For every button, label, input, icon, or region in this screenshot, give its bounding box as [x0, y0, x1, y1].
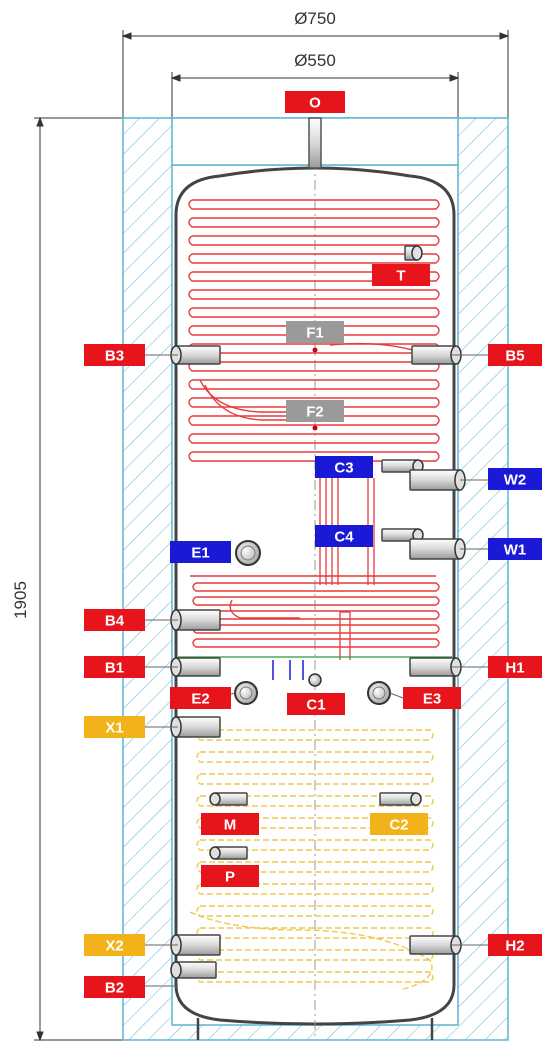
top-outlet-pipe: [308, 117, 322, 169]
label-c1: C1: [287, 693, 345, 715]
label-f1-text: F1: [306, 325, 324, 342]
pipe-x2: [170, 934, 221, 956]
pipe-b5: [411, 345, 462, 365]
round-ports: [234, 540, 391, 705]
label-e1-text: E1: [191, 545, 209, 562]
label-b1-text: B1: [105, 660, 124, 677]
height-label: 1905: [11, 581, 30, 619]
label-b5-text: B5: [505, 348, 524, 365]
label-c3: C3: [315, 456, 373, 478]
pipe-p: [209, 846, 248, 860]
label-b1: B1: [84, 656, 145, 678]
label-p: P: [201, 865, 259, 887]
label-h2-text: H2: [505, 938, 524, 955]
label-x1-text: X1: [105, 720, 123, 737]
label-c3-text: C3: [334, 460, 353, 477]
upper-red-coil: [188, 199, 440, 462]
pipe-b3: [170, 345, 221, 365]
label-f2: F2: [286, 400, 344, 422]
label-c2: C2: [370, 813, 428, 835]
label-e3: E3: [403, 687, 461, 709]
pipe-t: [404, 245, 423, 261]
label-p-text: P: [225, 869, 235, 886]
sensor-f2-dot: [312, 425, 318, 431]
pipe-c3: [381, 459, 424, 473]
dimension-inner: [170, 72, 460, 118]
label-h2: H2: [488, 934, 542, 956]
label-b5: B5: [488, 344, 542, 366]
label-c1-text: C1: [306, 697, 325, 714]
pipe-x1: [170, 716, 221, 738]
label-c4-text: C4: [334, 529, 354, 546]
label-x2: X2: [84, 934, 145, 956]
blue-marks: [272, 660, 304, 680]
pipe-c4: [381, 528, 424, 542]
label-e2-text: E2: [191, 691, 209, 708]
label-b3-text: B3: [105, 348, 124, 365]
label-x1: X1: [84, 716, 145, 738]
pipe-b2: [170, 961, 217, 979]
pipe-w1: [409, 538, 466, 560]
label-w2-text: W2: [504, 472, 527, 489]
label-b3: B3: [84, 344, 145, 366]
label-o-text: O: [309, 95, 321, 112]
tank-legs: [196, 1018, 434, 1040]
label-w1-text: W1: [504, 542, 527, 559]
dimension-height: [34, 116, 123, 1042]
label-e3-text: E3: [423, 691, 441, 708]
label-e1: E1: [170, 541, 231, 563]
pipe-m: [209, 792, 248, 806]
leader-lines: [145, 354, 488, 987]
label-t: T: [372, 264, 430, 286]
label-o: O: [285, 91, 345, 113]
pipe-w2: [409, 469, 466, 491]
label-h1-text: H1: [505, 660, 524, 677]
label-c4: C4: [315, 525, 373, 547]
inner-diameter-label: Ø550: [294, 51, 336, 70]
label-m: M: [201, 813, 259, 835]
pipe-h1: [409, 657, 462, 677]
dimension-outer: [121, 30, 510, 118]
pipe-b4: [170, 609, 221, 631]
label-b2: B2: [84, 976, 145, 998]
label-x2-text: X2: [105, 938, 123, 955]
label-f1: F1: [286, 321, 344, 343]
label-c2-text: C2: [389, 817, 408, 834]
label-b4-text: B4: [105, 613, 125, 630]
label-m-text: M: [224, 817, 237, 834]
label-e2: E2: [170, 687, 231, 709]
label-b4: B4: [84, 609, 145, 631]
pipe-b1: [170, 657, 221, 677]
label-h1: H1: [488, 656, 542, 678]
sensor-f1-dot: [312, 347, 318, 353]
label-b2-text: B2: [105, 980, 124, 997]
outer-diameter-label: Ø750: [294, 9, 336, 28]
label-t-text: T: [396, 268, 405, 285]
label-w2: W2: [488, 468, 542, 490]
label-f2-text: F2: [306, 404, 324, 421]
label-w1: W1: [488, 538, 542, 560]
pipe-c2: [379, 792, 422, 806]
